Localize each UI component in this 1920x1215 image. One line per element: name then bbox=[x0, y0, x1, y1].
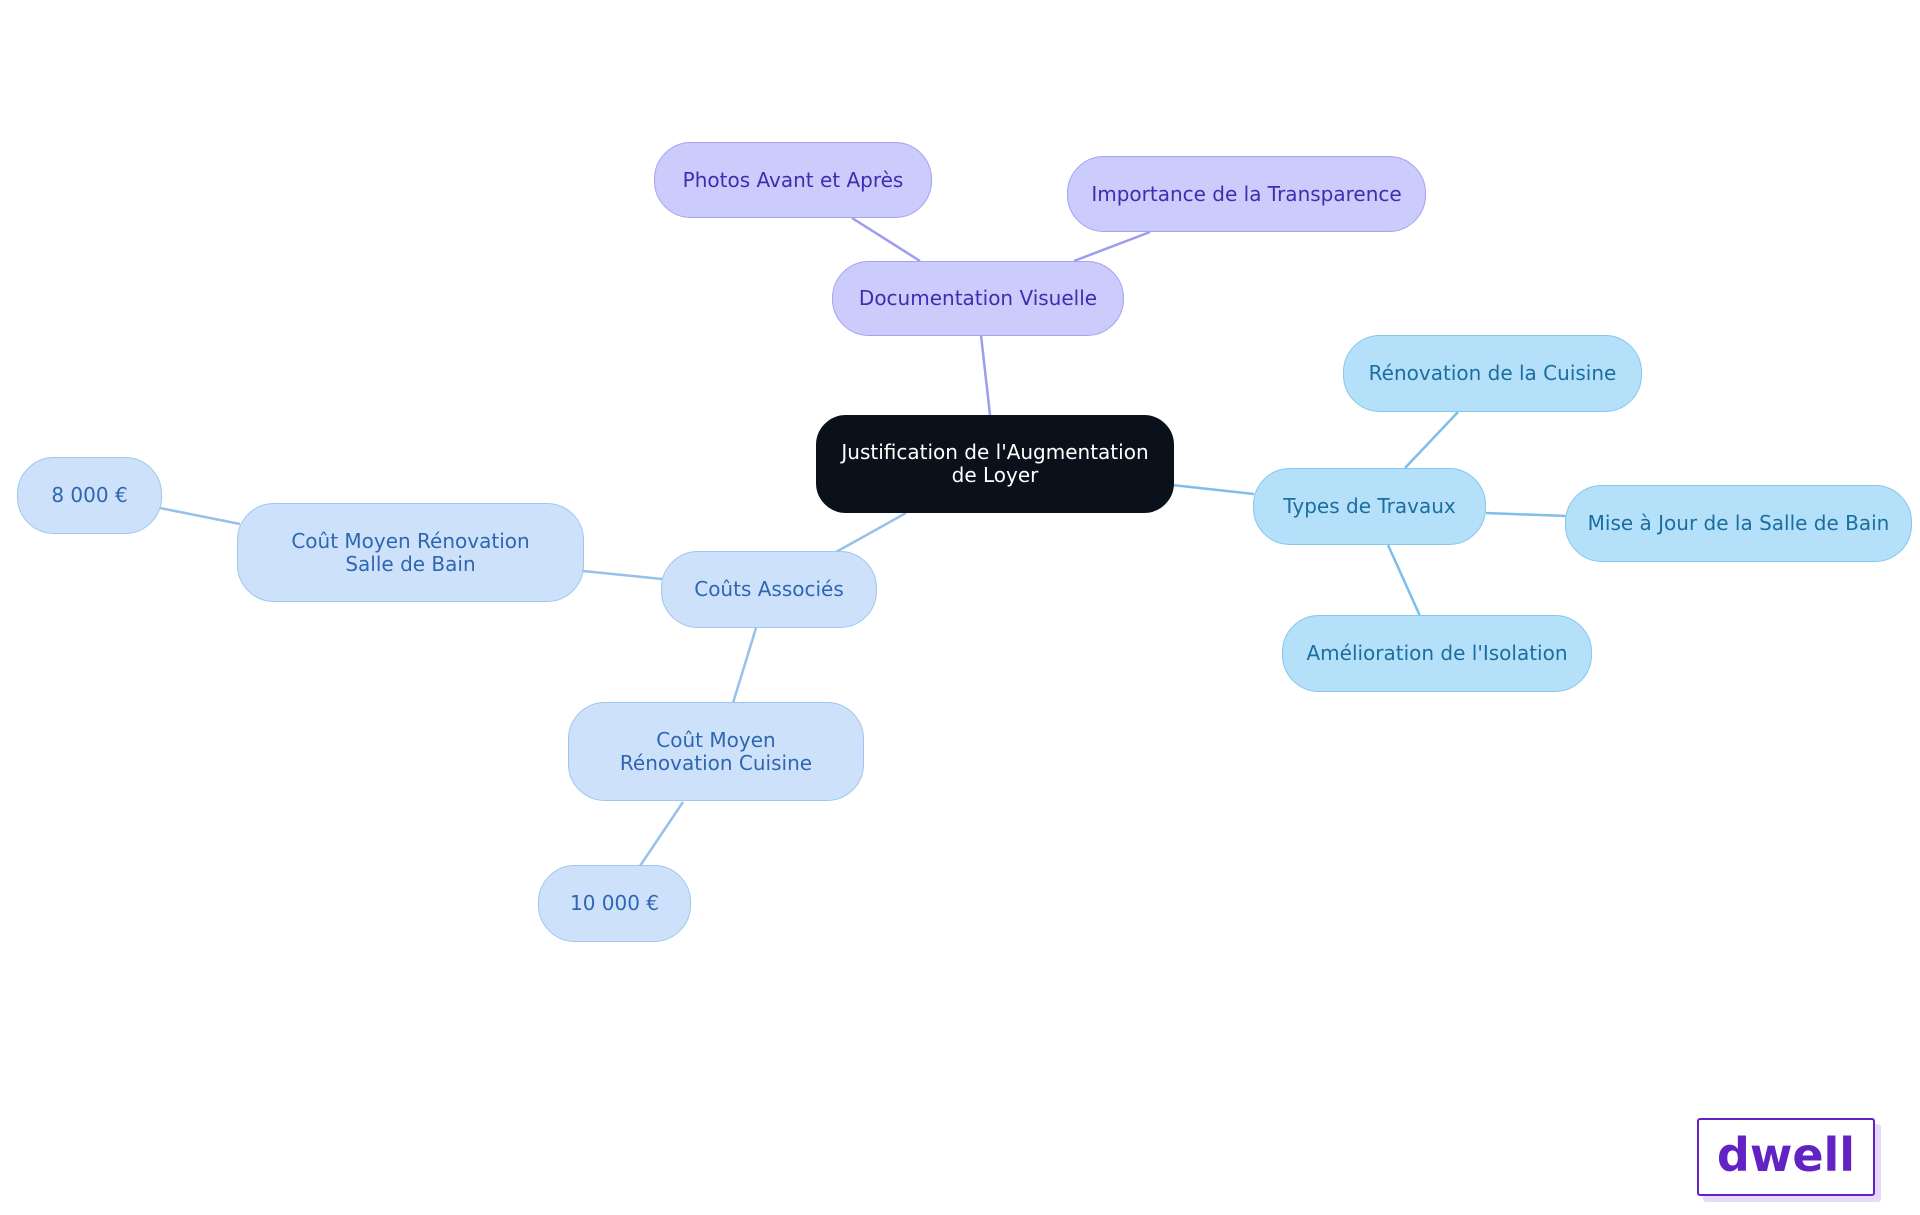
edge-root-documentation bbox=[979, 334, 992, 416]
edge-documentation-transparence bbox=[1073, 230, 1151, 263]
root-node[interactable]: Justification de l'Augmentation de Loyer bbox=[816, 415, 1174, 513]
edge-couts-cuisine bbox=[731, 627, 758, 704]
edge-root-travaux bbox=[1171, 483, 1255, 496]
types-de-travaux-node[interactable]: Types de Travaux bbox=[1253, 468, 1486, 545]
edge-travaux-isolation bbox=[1386, 544, 1422, 617]
dwell-logo-text: dwell bbox=[1716, 1128, 1856, 1182]
edge-couts-salle-de-bain bbox=[582, 569, 663, 581]
edge-cuisine-value bbox=[638, 801, 685, 867]
documentation-visuelle-node[interactable]: Documentation Visuelle bbox=[832, 261, 1124, 336]
couts-associes-node[interactable]: Coûts Associés bbox=[661, 551, 877, 628]
edge-salle-de-bain-value bbox=[159, 506, 241, 526]
cout-cuisine-node[interactable]: Coût Moyen Rénovation Cuisine bbox=[568, 702, 864, 801]
edge-documentation-photos bbox=[851, 216, 921, 263]
cout-salle-de-bain-node[interactable]: Coût Moyen Rénovation Salle de Bain bbox=[237, 503, 584, 602]
cout-salle-de-bain-value-node[interactable]: 8 000 € bbox=[17, 457, 162, 534]
edge-travaux-cuisine bbox=[1404, 411, 1459, 469]
edge-root-couts bbox=[835, 511, 907, 554]
dwell-logo: dwell bbox=[1697, 1118, 1875, 1196]
amelioration-isolation-node[interactable]: Amélioration de l'Isolation bbox=[1282, 615, 1592, 692]
mise-a-jour-salle-de-bain-node[interactable]: Mise à Jour de la Salle de Bain bbox=[1565, 485, 1912, 562]
edge-travaux-salle-de-bain bbox=[1485, 511, 1567, 518]
cout-cuisine-value-node[interactable]: 10 000 € bbox=[538, 865, 691, 942]
photos-avant-apres-node[interactable]: Photos Avant et Après bbox=[654, 142, 932, 218]
renovation-cuisine-node[interactable]: Rénovation de la Cuisine bbox=[1343, 335, 1642, 412]
importance-transparence-node[interactable]: Importance de la Transparence bbox=[1067, 156, 1426, 232]
